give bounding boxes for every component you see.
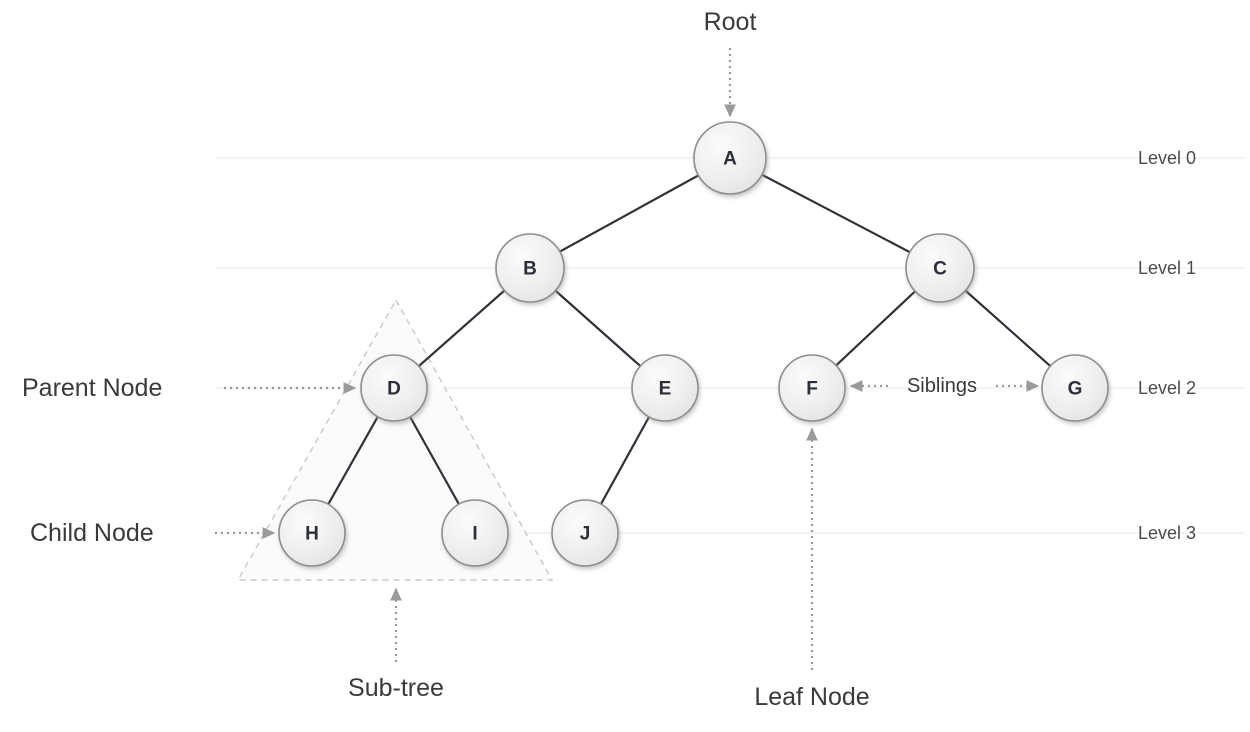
root-label: Root — [704, 8, 757, 36]
node-g[interactable]: G — [1041, 354, 1109, 422]
node-i[interactable]: I — [441, 499, 509, 567]
node-b[interactable]: B — [495, 233, 565, 303]
node-a-label: A — [723, 149, 737, 170]
edge-a-b — [528, 156, 732, 270]
leaf-node-label: Leaf Node — [754, 683, 869, 711]
node-b-circle[interactable] — [495, 233, 565, 303]
node-a[interactable]: A — [693, 121, 767, 195]
node-j-label: J — [580, 524, 591, 545]
node-e-label: E — [659, 379, 672, 400]
level-label-0: Level 0 — [1138, 148, 1196, 168]
node-g-circle[interactable] — [1041, 354, 1109, 422]
annotation-parent-node: Parent Node — [22, 374, 357, 402]
node-f[interactable]: F — [778, 354, 846, 422]
level-label-1: Level 1 — [1138, 258, 1196, 278]
annotation-root: Root — [704, 8, 757, 118]
sub-tree-label: Sub-tree — [348, 674, 444, 702]
tree-nodes: A B C D E F G — [278, 121, 1109, 567]
child-node-label: Child Node — [30, 519, 154, 547]
node-g-label: G — [1068, 379, 1083, 400]
parent-node-label: Parent Node — [22, 374, 162, 402]
node-j[interactable]: J — [551, 499, 619, 567]
node-h[interactable]: H — [278, 499, 346, 567]
annotation-sub-tree: Sub-tree — [348, 587, 444, 702]
node-b-label: B — [523, 259, 537, 280]
node-c[interactable]: C — [905, 233, 975, 303]
annotation-leaf-node: Leaf Node — [754, 427, 870, 711]
node-d-label: D — [387, 379, 401, 400]
siblings-label: Siblings — [907, 375, 977, 397]
node-a-circle[interactable] — [693, 121, 767, 195]
node-h-circle[interactable] — [278, 499, 346, 567]
node-e-circle[interactable] — [631, 354, 699, 422]
node-f-circle[interactable] — [778, 354, 846, 422]
node-d[interactable]: D — [360, 354, 428, 422]
node-j-circle[interactable] — [551, 499, 619, 567]
edge-a-c — [728, 156, 942, 270]
level-label-3: Level 3 — [1138, 523, 1196, 543]
node-h-label: H — [305, 524, 319, 545]
node-i-circle[interactable] — [441, 499, 509, 567]
node-f-label: F — [806, 379, 818, 400]
level-labels: Level 0 Level 1 Level 2 Level 3 — [1138, 148, 1196, 543]
node-i-label: I — [472, 524, 477, 545]
node-e[interactable]: E — [631, 354, 699, 422]
node-c-circle[interactable] — [905, 233, 975, 303]
annotation-child-node: Child Node — [30, 519, 276, 547]
node-d-circle[interactable] — [360, 354, 428, 422]
level-label-2: Level 2 — [1138, 378, 1196, 398]
annotation-siblings: Siblings — [849, 375, 1040, 397]
node-c-label: C — [933, 259, 947, 280]
